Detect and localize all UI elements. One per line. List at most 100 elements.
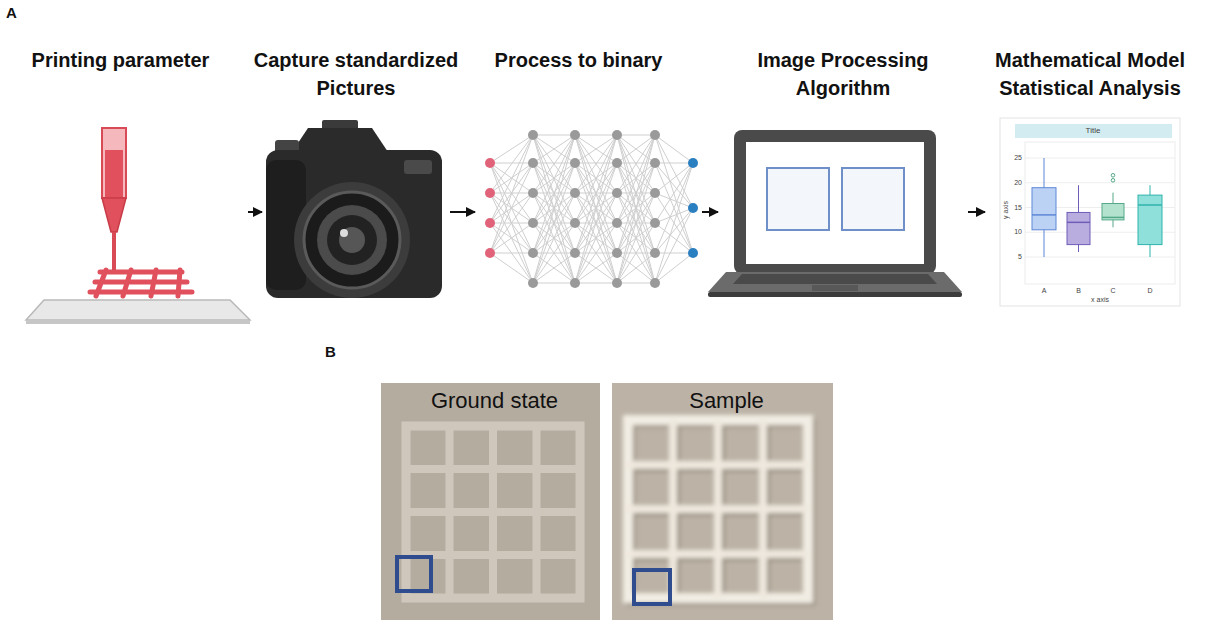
bioprinter-icon [102, 128, 126, 198]
network-link [575, 223, 617, 283]
box-b [1067, 185, 1090, 252]
box-a [1032, 188, 1056, 230]
boxplot-chart [1025, 142, 1175, 284]
network-link [490, 193, 533, 253]
network-link [617, 135, 655, 253]
ground-state-photo [381, 383, 600, 620]
network-neuron [528, 248, 538, 258]
category-label: A [1042, 287, 1047, 295]
panel-title: Ground state [381, 383, 608, 414]
network-neuron [650, 248, 660, 258]
axis-title: y axis [1002, 201, 1010, 219]
process-step: Image Processing Algorithm [718, 122, 968, 302]
panel-letter: B [325, 344, 336, 361]
tick-label: 20 [1014, 179, 1022, 187]
camera-icon [317, 205, 387, 275]
box-d [1138, 185, 1162, 257]
network-link [655, 193, 693, 208]
network-link [575, 135, 617, 253]
network-link [617, 163, 655, 283]
network-link [575, 193, 617, 283]
network-link [617, 135, 655, 193]
network-link [490, 135, 533, 253]
step-heading: Printing parameter [11, 46, 231, 74]
network-link [533, 223, 575, 283]
camera-icon [266, 150, 442, 298]
laptop-icon [734, 130, 936, 274]
network-neuron [688, 203, 698, 213]
network-neuron [650, 188, 660, 198]
network-neuron [570, 130, 580, 140]
network-link [655, 253, 693, 283]
network-neuron [612, 188, 622, 198]
tick-label: 10 [1014, 228, 1022, 236]
tick-label: 15 [1014, 204, 1022, 212]
category-label: C [1110, 287, 1115, 295]
network-link [655, 135, 693, 163]
network-neuron [650, 278, 660, 288]
network-link [575, 163, 617, 283]
panel-title: Sample [612, 383, 841, 414]
network-link [617, 223, 655, 283]
flow-arrow [702, 211, 718, 213]
laptop-icon [812, 285, 858, 291]
camera-icon [294, 182, 410, 298]
network-link [617, 193, 655, 283]
bioprinter-icon [26, 320, 250, 324]
network-link [655, 208, 693, 283]
box-b [1067, 222, 1090, 224]
network-link [575, 163, 617, 283]
camera-icon [339, 227, 365, 253]
camera-icon [340, 229, 348, 237]
network-link [655, 163, 693, 164]
sample-photo [612, 383, 833, 620]
network-link [575, 135, 617, 193]
network-link [533, 253, 575, 283]
network-link [575, 135, 617, 253]
network-link [655, 163, 693, 283]
box-b [1067, 212, 1090, 244]
camera-icon [304, 192, 400, 288]
network-neuron [570, 188, 580, 198]
network-link [655, 135, 693, 253]
network-link [490, 193, 533, 283]
network-link [655, 163, 693, 193]
network-neuron [528, 188, 538, 198]
network-neuron [570, 218, 580, 228]
boxplot-chart [1000, 118, 1180, 306]
box-d [1138, 195, 1162, 245]
bioprinter-icon [105, 150, 123, 197]
network-link [655, 163, 693, 253]
image-panel: Ground state [381, 383, 608, 620]
network-link [490, 163, 533, 283]
network-link [575, 135, 617, 136]
network-neuron [485, 218, 495, 228]
step-heading: Capture standardized Pictures [231, 46, 481, 102]
network-link [575, 253, 617, 283]
process-step: Printing parameter [25, 122, 248, 302]
network-link [617, 163, 655, 283]
network-link [533, 135, 575, 253]
network-neuron [650, 218, 660, 228]
box-c [1102, 217, 1124, 219]
network-neuron [612, 158, 622, 168]
network-link [617, 135, 655, 283]
network-link [533, 163, 575, 283]
box-c [1102, 174, 1124, 228]
sample-photo [634, 570, 670, 604]
network-link [617, 135, 655, 136]
network-link [533, 283, 575, 284]
sample-photo [612, 383, 833, 620]
ground-state-photo [397, 557, 431, 591]
network-neuron [688, 158, 698, 168]
network-neuron [485, 158, 495, 168]
neural-network-icon [485, 130, 698, 288]
network-neuron [612, 248, 622, 258]
box-a [1032, 158, 1056, 257]
network-link [617, 135, 655, 253]
network-neuron [570, 278, 580, 288]
network-neuron [688, 248, 698, 258]
network-neuron [612, 278, 622, 288]
network-link [533, 193, 575, 283]
